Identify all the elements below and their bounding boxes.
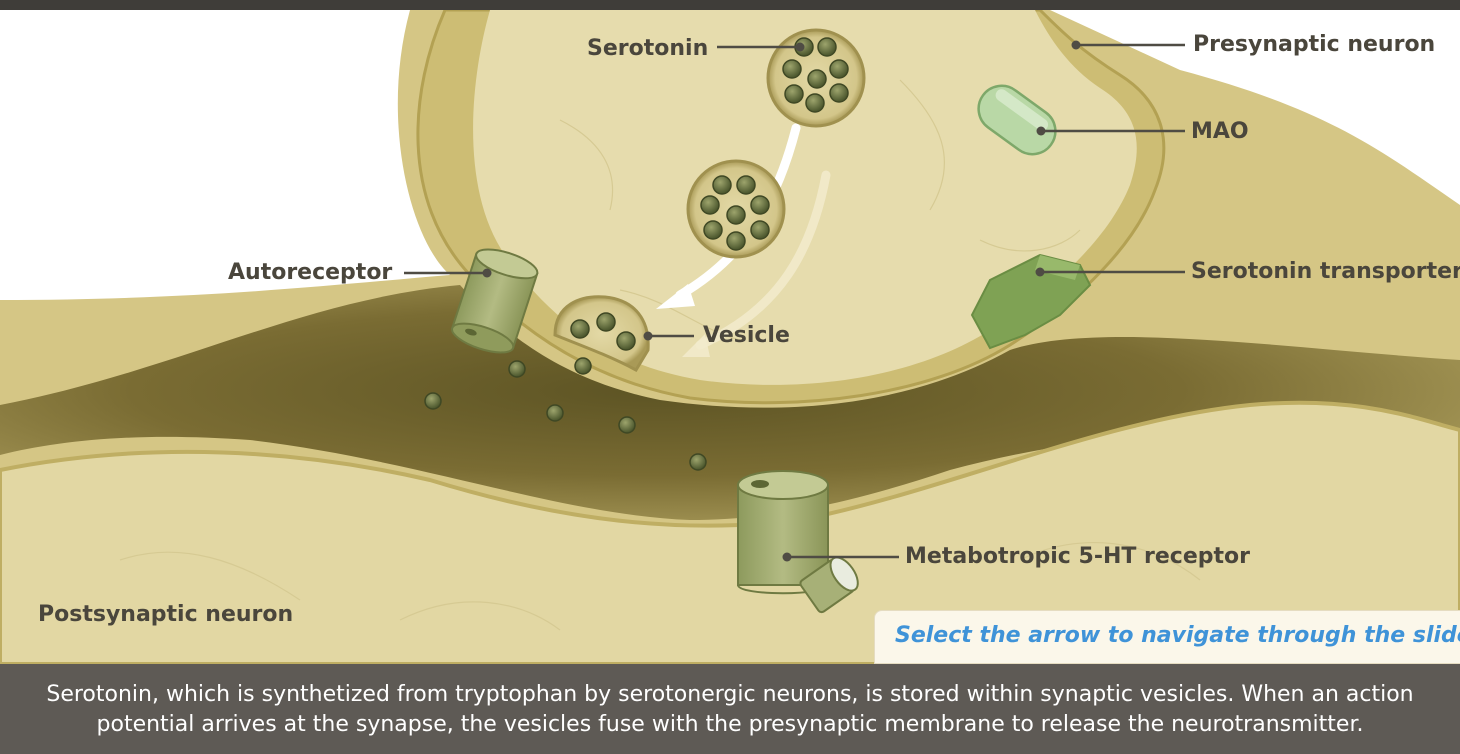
leader-dots: [482, 40, 1081, 562]
serotonin-molecule: [700, 195, 720, 215]
autoreceptor-protein: [450, 248, 539, 354]
serotonin-transporter: [970, 253, 1092, 350]
label-presynaptic-neuron: Presynaptic neuron: [1193, 32, 1436, 57]
serotonin-molecule: [570, 319, 590, 339]
arrow-head: [656, 284, 695, 309]
presynaptic-neuron-body: [473, 10, 1137, 385]
serotonin-molecule: [782, 59, 802, 79]
serotonin-molecules: [570, 312, 636, 351]
serotonin-molecule: [726, 231, 746, 251]
serotonin-molecule: [807, 69, 827, 89]
recycling-arrow-head: [682, 334, 710, 357]
serotonin-molecule: [618, 416, 636, 434]
label-postsynaptic-neuron: Postsynaptic neuron: [38, 602, 294, 627]
label-mao: MAO: [1191, 119, 1249, 144]
navigation-hint-text: Select the arrow to navigate through the…: [895, 623, 1460, 648]
serotonin-molecule: [508, 360, 526, 378]
synaptic-cleft: [0, 285, 1460, 520]
serotonin-molecule: [750, 220, 770, 240]
cytoplasm-texture: [119, 79, 1201, 631]
label-metabotropic-receptor: Metabotropic 5-HT receptor: [905, 544, 1250, 569]
serotonin-molecule: [750, 195, 770, 215]
label-vesicle: Vesicle: [703, 323, 790, 348]
mao-enzyme: [977, 84, 1057, 156]
serotonin-molecule: [829, 83, 849, 103]
vesicle-top: [766, 28, 866, 128]
label-autoreceptor: Autoreceptor: [228, 260, 393, 285]
recycling-arrow: [695, 170, 831, 350]
navigation-hint-box: Select the arrow to navigate through the…: [874, 610, 1460, 664]
metabotropic-receptor-protein: [737, 470, 859, 614]
serotonin-molecule: [784, 84, 804, 104]
serotonin-molecules: [700, 175, 770, 251]
top-bar: [0, 0, 1460, 10]
synapse-diagram: [0, 10, 1460, 664]
caption-text: Serotonin, which is synthetized from try…: [46, 682, 1414, 737]
leader-lines: [404, 43, 1185, 559]
vesicle-middle: [686, 159, 786, 259]
serotonin-molecule: [703, 220, 723, 240]
serotonin-molecule: [689, 453, 707, 471]
label-serotonin-transporter: Serotonin transporter: [1191, 259, 1460, 284]
serotonin-molecule: [829, 59, 849, 79]
released-serotonin: [424, 357, 707, 471]
serotonin-molecule: [424, 392, 442, 410]
caption-bar: Serotonin, which is synthetized from try…: [0, 664, 1460, 754]
serotonin-molecule: [546, 404, 564, 422]
serotonin-molecule: [736, 175, 756, 195]
serotonin-molecule: [574, 357, 592, 375]
vesicle-fusing: [553, 295, 650, 372]
serotonin-molecule: [817, 37, 837, 57]
label-serotonin: Serotonin: [587, 36, 709, 61]
extracellular-space: [0, 10, 1460, 300]
serotonin-molecule: [712, 175, 732, 195]
serotonin-molecule: [805, 93, 825, 113]
serotonin-molecule: [596, 312, 616, 332]
serotonin-molecule: [726, 205, 746, 225]
serotonin-molecule: [616, 331, 636, 351]
